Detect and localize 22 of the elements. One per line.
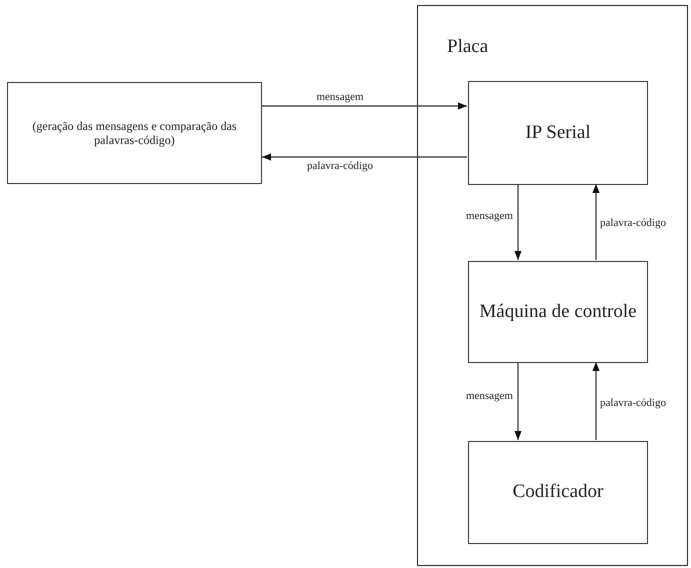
box-label: IP Serial [524, 120, 592, 145]
arrow [592, 362, 600, 440]
arrow [514, 184, 522, 260]
box-label: Codificador [512, 480, 604, 504]
edge-label: mensagem [315, 91, 365, 103]
process-box [468, 81, 648, 185]
process-box [468, 261, 648, 363]
edge-label: palavra-código [599, 397, 667, 409]
box-label: (geração das mensagens e comparação das palavras-código) [31, 118, 238, 148]
board-frame [417, 5, 688, 566]
arrow [514, 362, 522, 440]
edge-label: mensagem [464, 210, 514, 222]
arrow [262, 153, 467, 161]
edge-label: palavra-código [599, 217, 667, 229]
process-box [7, 82, 262, 184]
board-title: Placa [447, 36, 488, 58]
box-label: Máquina de controle [478, 300, 638, 324]
arrow [592, 184, 600, 260]
edge-label: mensagem [464, 390, 514, 402]
process-box [468, 441, 648, 544]
edge-label: palavra-código [306, 160, 374, 172]
arrow [262, 102, 467, 110]
